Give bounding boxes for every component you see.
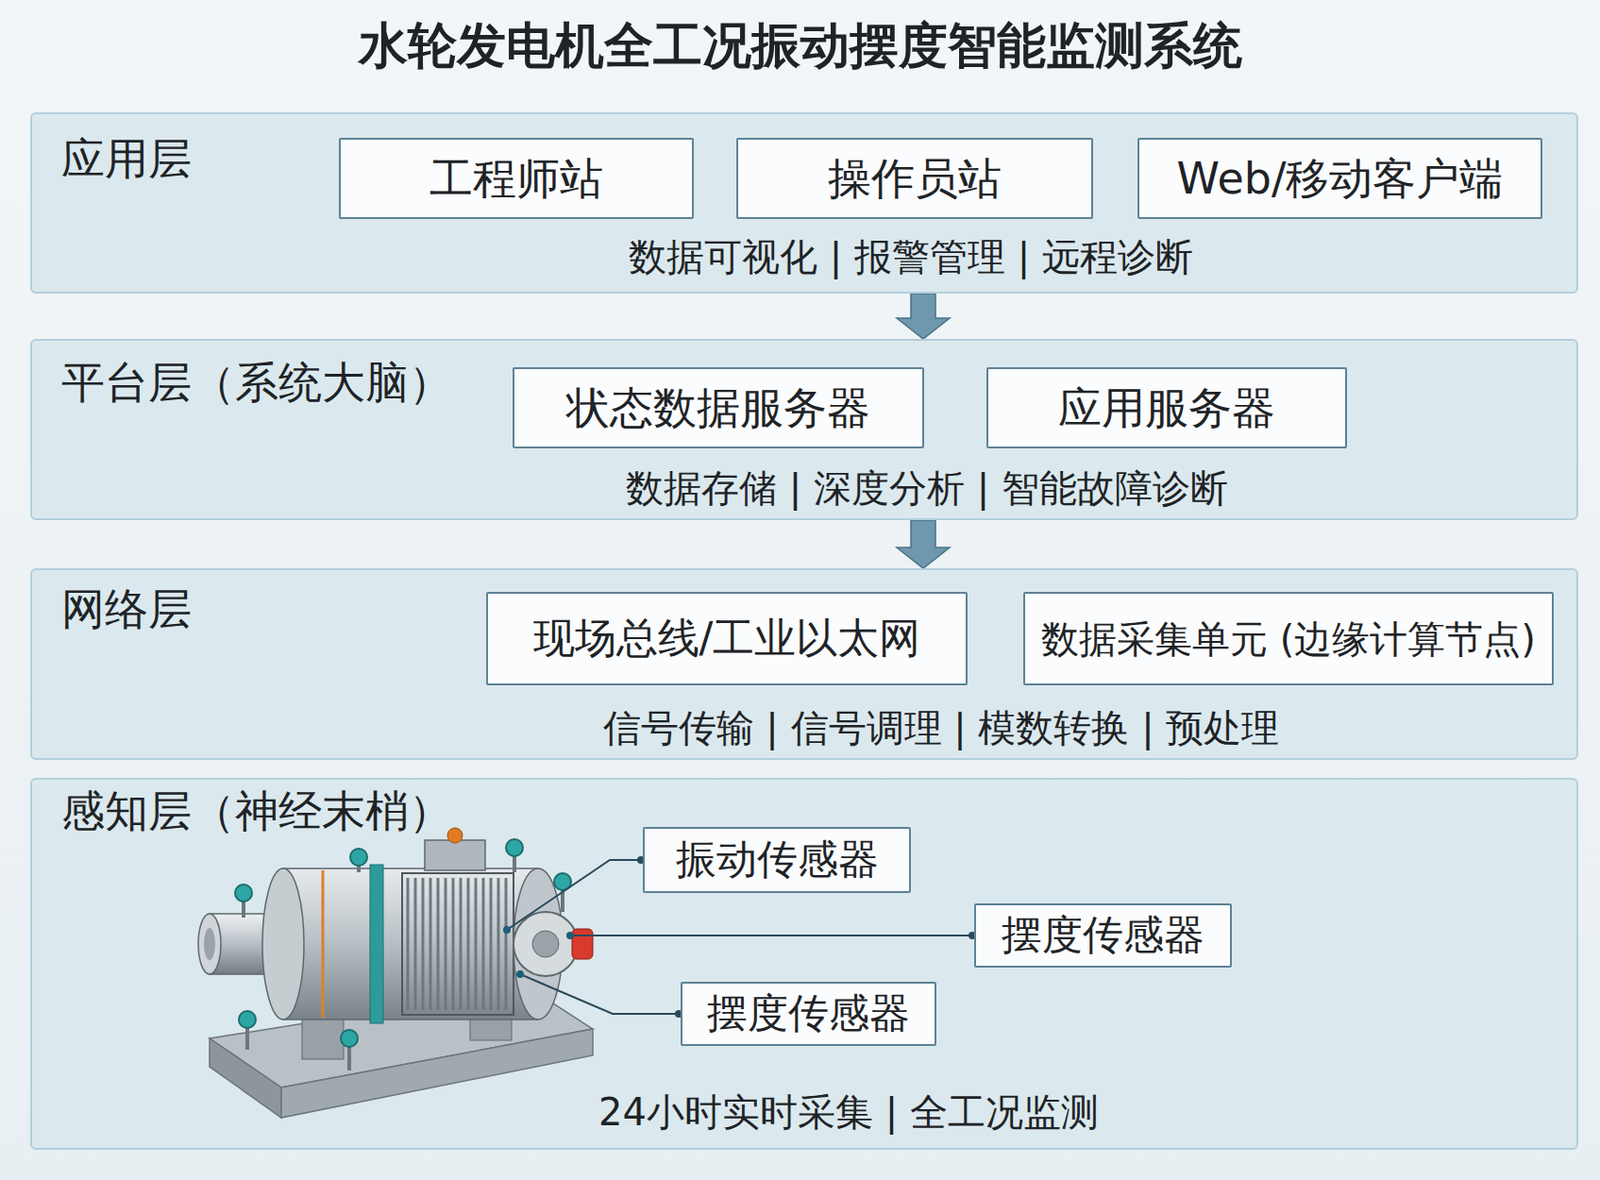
shaft-end [198, 913, 221, 975]
component-name: 工程师站 [429, 153, 604, 204]
component-name: 操作员站 [827, 153, 1002, 204]
sensor-head [505, 839, 523, 857]
end-flange [262, 868, 304, 1020]
sensor-head [340, 1029, 358, 1047]
bearing [513, 911, 578, 977]
layer-functions: 数据存储 | 深度分析 | 智能故障诊断 [625, 467, 1229, 509]
leader-dot [566, 931, 574, 940]
leader-line [506, 859, 640, 930]
layer-band: 网络层信号传输 | 信号调理 | 模数转换 | 预处理 现场总线/工业以太网 数据采… [30, 568, 1579, 760]
stator-fins [407, 877, 506, 1011]
diagram-title: 水轮发电机全工况振动摆度智能监测系统 [0, 18, 1600, 73]
flow-arrow [896, 520, 950, 569]
component-name: 摆度传感器 [707, 990, 910, 1037]
layer-name: 应用层 [61, 136, 192, 181]
component-name: 振动传感器 [675, 836, 879, 883]
sensor-head [350, 848, 368, 866]
component-box: 工程师站 [338, 137, 694, 219]
flow-arrow [896, 293, 950, 339]
layer-band: 平台层（系统大脑） 数据存储 | 深度分析 | 智能故障诊断 状态数据服务器 应用服务… [30, 338, 1579, 521]
component-box: Web/移动客户端 [1137, 137, 1543, 219]
component-box: 状态数据服务器 [512, 367, 925, 449]
bearing-hub [532, 930, 559, 958]
sensor-label-box: 振动传感器 [642, 826, 911, 893]
component-box: 操作员站 [736, 137, 1094, 219]
top-box [424, 840, 486, 871]
shaft-core [203, 927, 216, 960]
component-box: 数据采集单元 (边缘计算节点) [1023, 591, 1554, 686]
layer-band: 感知层（神经末梢）24小时实时采集 | 全工况监测振动传感器摆度传感器摆度传感器 [30, 777, 1579, 1150]
layer-name: 网络层 [61, 587, 192, 631]
component-box: 应用服务器 [986, 367, 1348, 449]
orange-ring [321, 870, 325, 1018]
layer-functions: 数据可视化 | 报警管理 | 远程诊断 [628, 235, 1194, 278]
layer-band: 应用层数据可视化 | 报警管理 | 远程诊断工程师站 操作员站 Web/移动客户端 [30, 112, 1579, 294]
layer-name: 平台层（系统大脑） [61, 360, 453, 405]
sensor-head [238, 1010, 256, 1028]
leader-dot [503, 926, 511, 934]
component-name: Web/移动客户端 [1177, 153, 1504, 204]
component-box: 现场总线/工业以太网 [486, 591, 968, 686]
sensor-head [235, 884, 253, 902]
sensor-label-box: 摆度传感器 [974, 903, 1232, 968]
layer-functions: 24小时实时采集 | 全工况监测 [598, 1091, 1099, 1133]
component-name: 数据采集单元 (边缘计算节点) [1041, 617, 1536, 661]
component-name: 摆度传感器 [1001, 911, 1205, 959]
red-cap [572, 928, 593, 960]
component-name: 状态数据服务器 [566, 383, 871, 434]
generator-body [283, 868, 539, 1020]
teal-ring [370, 864, 384, 1024]
layer-functions: 信号传输 | 信号调理 | 模数转换 | 预处理 [603, 707, 1280, 749]
stator-frame [402, 873, 514, 1015]
layer-name: 感知层（神经末梢） [61, 789, 453, 833]
sensor-label-box: 摆度传感器 [680, 981, 937, 1046]
component-name: 现场总线/工业以太网 [533, 614, 922, 663]
component-name: 应用服务器 [1058, 383, 1276, 434]
leader-dot [516, 970, 524, 978]
base-front [209, 1038, 282, 1118]
leader-line [570, 934, 971, 937]
leader-line [520, 974, 677, 1014]
